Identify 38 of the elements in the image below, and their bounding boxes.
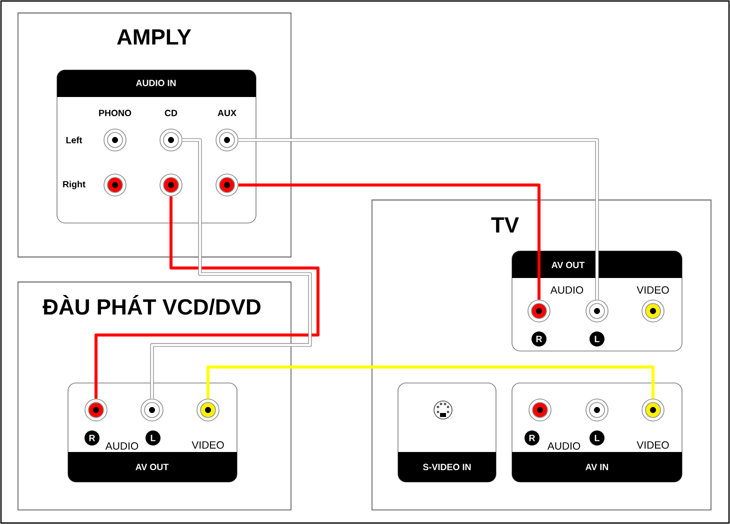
jack xyxy=(104,128,126,152)
channel-badge: L xyxy=(590,332,604,346)
jack xyxy=(140,398,164,422)
jack xyxy=(196,398,220,422)
connector-panel: S-VIDEO IN xyxy=(398,382,496,482)
channel-badge: R xyxy=(84,430,100,446)
jack-label: Left xyxy=(66,136,82,144)
jack-label: PHONO xyxy=(99,110,132,116)
jack xyxy=(586,300,608,322)
cable xyxy=(94,196,320,399)
cable xyxy=(238,183,540,300)
channel-badge: R xyxy=(532,332,546,346)
channel-badge: L xyxy=(590,430,604,446)
jack-label: AUDIO xyxy=(105,442,138,450)
jack xyxy=(216,174,238,196)
channel-badge: L xyxy=(146,430,160,446)
jack xyxy=(84,398,108,422)
jack xyxy=(528,300,550,322)
jack xyxy=(642,300,664,322)
jack-label: VIDEO xyxy=(636,286,669,294)
jack-label: AUDIO xyxy=(547,442,580,450)
jack xyxy=(528,398,552,422)
jack-label: CD xyxy=(164,110,178,116)
jack xyxy=(160,174,182,196)
channel-badge: R xyxy=(524,430,540,446)
jack-label: AUDIO xyxy=(550,286,584,294)
cable xyxy=(238,138,599,300)
jack-label: AUX xyxy=(218,110,236,116)
jack xyxy=(642,398,664,422)
cable xyxy=(150,138,312,399)
jack-label: VIDEO xyxy=(192,441,224,449)
jack-label: Right xyxy=(63,180,86,190)
cable xyxy=(206,365,654,399)
jack xyxy=(160,128,182,152)
jack xyxy=(586,398,608,422)
jack xyxy=(216,128,238,152)
jack xyxy=(104,174,126,196)
jack-label: VIDEO xyxy=(636,441,669,449)
